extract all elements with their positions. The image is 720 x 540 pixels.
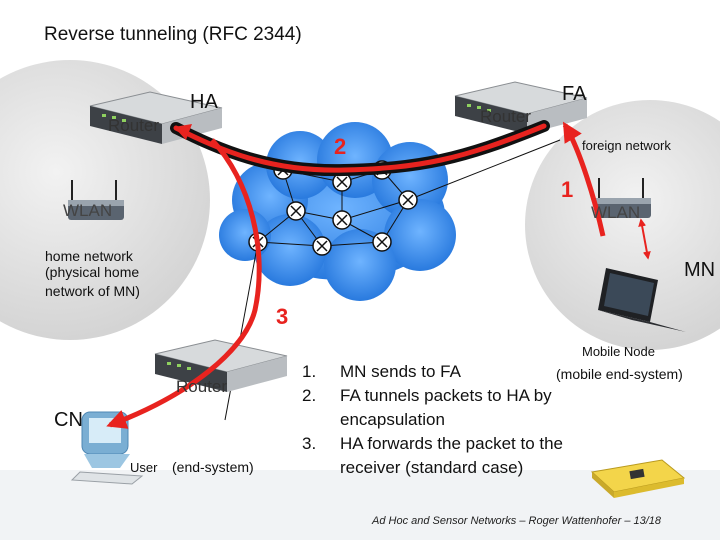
mn-label: MN	[684, 259, 715, 281]
step-number: 3.	[302, 434, 317, 453]
path-3-arrow	[106, 138, 262, 429]
user-sublabel: (end-system)	[172, 459, 254, 475]
ha-label: HA	[190, 91, 218, 113]
wireless-link-arrow	[638, 218, 651, 260]
home-wlan-label: WLAN	[63, 201, 112, 220]
home-network-sublabel-1: (physical home	[45, 264, 139, 280]
path-number-2: 2	[334, 134, 346, 159]
path-1-arrow	[562, 121, 606, 237]
path-number-3: 3	[276, 304, 288, 329]
home-network-label: home network	[45, 248, 134, 264]
step-item: 2. FA tunnels packets to HA by encapsula…	[302, 384, 602, 432]
cn-label: CN	[54, 409, 83, 431]
foreign-network-label: foreign network	[582, 138, 671, 153]
step-item: 1. MN sends to FA	[302, 360, 602, 384]
foreign-network-globe	[525, 100, 720, 350]
slide-title: Reverse tunneling (RFC 2344)	[44, 24, 302, 45]
step-number: 2.	[302, 386, 317, 405]
cn-router-icon	[154, 339, 288, 392]
step-text: HA forwards the packet to the receiver (…	[340, 434, 564, 477]
cn-router-label: Router	[176, 377, 227, 396]
sensor-board-icon	[590, 459, 686, 498]
steps-list: 1. MN sends to FA 2. FA tunnels packets …	[302, 360, 602, 480]
step-number: 1.	[302, 362, 317, 381]
foreign-router-label: Router	[480, 107, 531, 126]
mobile-node-label: Mobile Node	[582, 344, 655, 359]
home-network-sublabel-2: network of MN)	[45, 283, 140, 299]
step-item: 3. HA forwards the packet to the receive…	[302, 432, 602, 480]
home-wireless-access-point-icon	[68, 180, 124, 220]
foreign-wireless-access-point-icon	[595, 178, 651, 218]
mobile-node-sublabel: (mobile end-system)	[556, 366, 683, 382]
path-number-1: 1	[561, 177, 573, 202]
user-label: User	[130, 460, 158, 475]
laptop-icon	[598, 268, 686, 332]
slide-footer: Ad Hoc and Sensor Networks – Roger Watte…	[372, 515, 662, 527]
path-2-arrowhead	[174, 124, 192, 140]
home-router-label: Router	[108, 116, 159, 135]
foreign-wlan-label: WLAN	[591, 203, 640, 222]
step-text: MN sends to FA	[340, 362, 461, 381]
step-text: FA tunnels packets to HA by encapsulatio…	[340, 386, 552, 429]
fa-label: FA	[562, 83, 587, 105]
